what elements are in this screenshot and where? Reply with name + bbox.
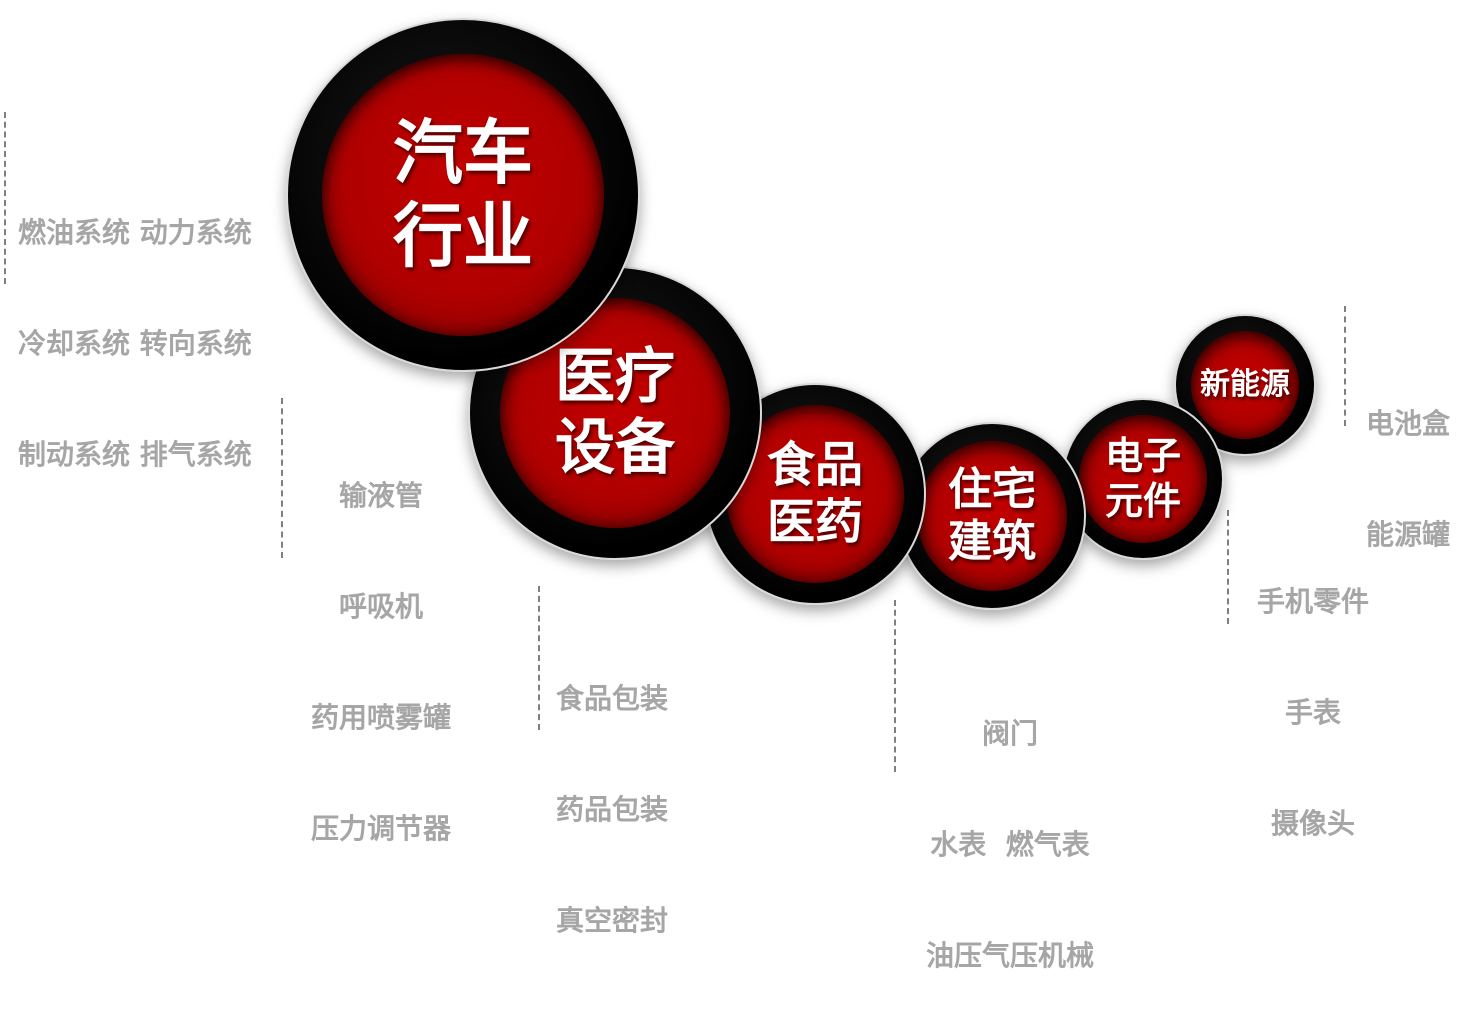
newenergy-label: 新能源 xyxy=(1200,367,1290,403)
newenergy-core: 新能源 xyxy=(1191,331,1299,439)
electronics-divider xyxy=(1227,510,1229,624)
housing-detail-2: 水表 燃气表 xyxy=(930,828,1090,861)
electronics-circle: 电子 元件 xyxy=(1062,398,1224,560)
electronics-core: 电子 元件 xyxy=(1079,415,1207,543)
food-detail-2: 药品包装 xyxy=(556,793,669,826)
food-detail-1: 食品包装 xyxy=(556,682,669,715)
newenergy-detail-1: 电池盒 xyxy=(1366,407,1451,440)
medical-circle: 医疗 设备 xyxy=(468,266,762,560)
electronics-detail-2: 手表 xyxy=(1284,696,1341,729)
auto-detail-3: 制动系统 排气系统 xyxy=(18,438,252,471)
medical-detail-3: 药用喷雾罐 xyxy=(310,701,451,734)
newenergy-divider xyxy=(1344,306,1346,426)
medical-label: 医疗 设备 xyxy=(555,342,675,483)
housing-label: 住宅 建筑 xyxy=(948,464,1036,567)
newenergy-detail-2: 能源罐 xyxy=(1366,518,1451,551)
food-circle: 食品 医药 xyxy=(704,383,926,605)
housing-divider xyxy=(894,600,896,772)
medical-detail-2: 呼吸机 xyxy=(338,590,423,623)
food-label: 食品 医药 xyxy=(766,437,863,550)
electronics-detail-1: 手机零件 xyxy=(1256,585,1369,618)
medical-divider xyxy=(281,398,283,558)
housing-circle: 住宅 建筑 xyxy=(898,422,1086,610)
medical-detail-1: 输液管 xyxy=(338,479,423,512)
electronics-label: 电子 元件 xyxy=(1104,434,1181,523)
auto-core: 汽车 行业 xyxy=(322,54,604,336)
auto-divider xyxy=(4,112,6,284)
housing-detail-3: 油压气压机械 xyxy=(925,939,1094,972)
food-divider xyxy=(538,586,540,730)
electronics-details: 手机零件 手表 摄像头 xyxy=(1240,509,1386,879)
newenergy-details: 电池盒 能源罐 xyxy=(1366,331,1450,590)
electronics-detail-3: 摄像头 xyxy=(1270,807,1355,840)
auto-circle: 汽车 行业 xyxy=(286,18,640,372)
medical-detail-4: 压力调节器 xyxy=(310,812,451,845)
auto-details: 燃油系统 动力系统 冷却系统 转向系统 制动系统 排气系统 xyxy=(18,140,252,510)
food-detail-3: 真空密封 xyxy=(556,904,669,937)
housing-details: 阀门 水表 燃气表 油压气压机械 xyxy=(910,641,1110,1011)
auto-detail-2: 冷却系统 转向系统 xyxy=(18,327,252,360)
auto-label: 汽车 行业 xyxy=(393,112,533,277)
housing-core: 住宅 建筑 xyxy=(917,441,1067,591)
food-details: 食品包装 药品包装 真空密封 xyxy=(556,606,668,976)
medical-details: 输液管 呼吸机 药用喷雾罐 压力调节器 xyxy=(296,403,466,884)
auto-detail-1: 燃油系统 动力系统 xyxy=(18,216,252,249)
housing-detail-1: 阀门 xyxy=(981,717,1038,750)
